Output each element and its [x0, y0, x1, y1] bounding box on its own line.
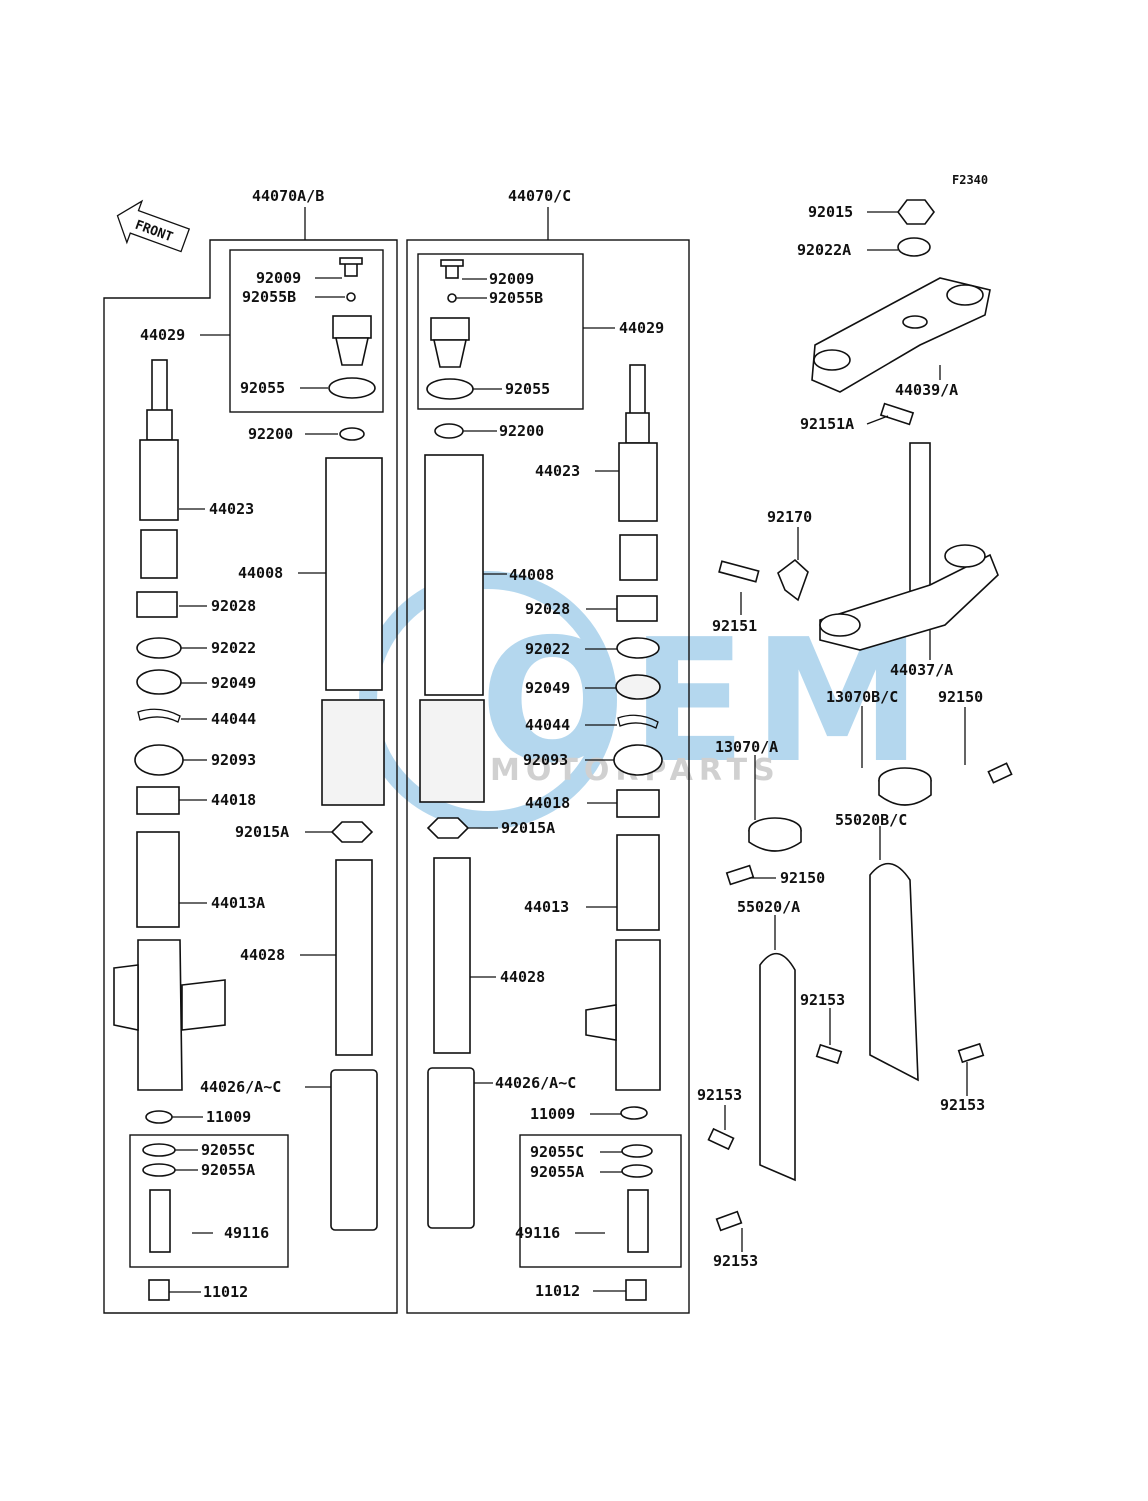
right-fork-assembly: 44070/C — [406, 187, 690, 1314]
left-cylinder — [335, 859, 373, 1056]
left-label-11012: 11012 — [203, 1283, 248, 1301]
right-label-11009: 11009 — [530, 1105, 575, 1123]
left-label-92022: 92022 — [211, 639, 256, 657]
steering-assembly: 92015 92022A 44039/A 92151A 92170 92151 … — [697, 199, 1013, 1270]
right-label-92022: 92022 — [525, 640, 570, 658]
left-label-11009: 11009 — [206, 1108, 251, 1126]
right-label-44023: 44023 — [535, 462, 580, 480]
right-label-92055: 92055 — [505, 380, 550, 398]
steering-label-92150-bottom: 92150 — [780, 869, 825, 887]
left-top-plug — [332, 315, 372, 366]
steering-label-92153-c: 92153 — [697, 1086, 742, 1104]
front-arrow-icon: FRONT — [116, 199, 191, 253]
steering-label-92151A: 92151A — [800, 415, 854, 433]
left-outer-tube — [321, 457, 385, 806]
right-label-92055A: 92055A — [530, 1163, 584, 1181]
right-label-92015A: 92015A — [501, 819, 555, 837]
left-label-44008: 44008 — [238, 564, 283, 582]
steering-label-92022A: 92022A — [797, 241, 851, 259]
right-label-92009: 92009 — [489, 270, 534, 288]
steering-label-92153-d: 92153 — [713, 1252, 758, 1270]
right-label-92028: 92028 — [525, 600, 570, 618]
steering-label-13070A: 13070/A — [715, 738, 778, 756]
right-label-92055C: 92055C — [530, 1143, 584, 1161]
clamp-a — [748, 817, 802, 852]
steering-label-92151: 92151 — [712, 617, 757, 635]
right-label-92093: 92093 — [523, 751, 568, 769]
left-label-44026: 44026/A~C — [200, 1078, 281, 1096]
right-label-49116: 49116 — [515, 1224, 560, 1242]
left-label-44044: 44044 — [211, 710, 256, 728]
right-label-44018: 44018 — [525, 794, 570, 812]
steering-label-92150-top: 92150 — [938, 688, 983, 706]
left-label-92055: 92055 — [240, 379, 285, 397]
right-label-92049: 92049 — [525, 679, 570, 697]
left-fork-assembly: 44070A/B — [103, 187, 398, 1314]
left-label-92055A: 92055A — [201, 1161, 255, 1179]
steering-label-92153-b: 92153 — [940, 1096, 985, 1114]
left-cap-bolt — [339, 257, 363, 277]
clamp-b — [878, 767, 932, 806]
left-label-44013A: 44013A — [211, 894, 265, 912]
right-cap-bolt — [440, 259, 464, 279]
upper-bracket — [811, 277, 991, 393]
left-label-49116: 49116 — [224, 1224, 269, 1242]
steering-label-44037: 44037/A — [890, 661, 953, 679]
right-label-11012: 11012 — [535, 1282, 580, 1300]
figure-code: F2340 — [952, 173, 988, 187]
steering-label-92153-a: 92153 — [800, 991, 845, 1009]
right-label-44029: 44029 — [619, 319, 664, 337]
left-label-92015A: 92015A — [235, 823, 289, 841]
left-label-92093: 92093 — [211, 751, 256, 769]
left-label-44028: 44028 — [240, 946, 285, 964]
left-label-92009: 92009 — [256, 269, 301, 287]
fork-guard-a — [759, 952, 796, 1182]
left-label-44029: 44029 — [140, 326, 185, 344]
steering-label-92170: 92170 — [767, 508, 812, 526]
left-label-44018: 44018 — [211, 791, 256, 809]
left-label-44023: 44023 — [209, 500, 254, 518]
lower-bracket — [819, 544, 999, 651]
stem-shaft — [909, 442, 931, 604]
left-rod — [139, 359, 179, 521]
left-assembly-title: 44070A/B — [252, 187, 324, 205]
right-label-92200: 92200 — [499, 422, 544, 440]
right-assembly-title: 44070/C — [508, 187, 571, 205]
steering-label-92015: 92015 — [808, 203, 853, 221]
steering-label-44039: 44039/A — [895, 381, 958, 399]
left-label-92200: 92200 — [248, 425, 293, 443]
right-label-92055B: 92055B — [489, 289, 543, 307]
steering-label-13070BC: 13070B/C — [826, 688, 898, 706]
left-spring — [330, 1069, 378, 1231]
left-label-92055B: 92055B — [242, 288, 296, 306]
right-label-44028: 44028 — [500, 968, 545, 986]
fork-guard-b — [869, 862, 919, 1082]
left-axle-holder — [113, 939, 226, 1091]
left-label-92049: 92049 — [211, 674, 256, 692]
right-label-44013: 44013 — [524, 898, 569, 916]
steering-label-55020A: 55020/A — [737, 898, 800, 916]
right-label-44044: 44044 — [525, 716, 570, 734]
left-label-92055C: 92055C — [201, 1141, 255, 1159]
right-label-44008: 44008 — [509, 566, 554, 584]
left-label-92028: 92028 — [211, 597, 256, 615]
right-label-44026: 44026/A~C — [495, 1074, 576, 1092]
steering-label-55020BC: 55020B/C — [835, 811, 907, 829]
